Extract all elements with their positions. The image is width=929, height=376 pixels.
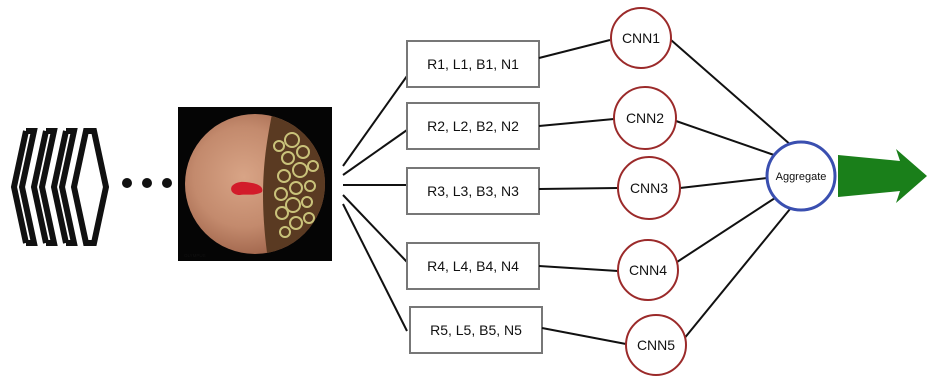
feature-box-1: R1, L1, B1, N1 [406, 40, 540, 88]
cnn-label-4: CNN4 [629, 262, 667, 278]
cnn-label-1: CNN1 [622, 30, 660, 46]
feature-box-5: R5, L5, B5, N5 [409, 306, 543, 354]
aggregate-node: Aggregate [765, 140, 837, 212]
image-caption: OLYMPUS [184, 253, 206, 258]
feature-label-4: R4, L4, B4, N4 [427, 258, 519, 274]
feature-label-3: R3, L3, B3, N3 [427, 183, 519, 199]
feature-box-2: R2, L2, B2, N2 [406, 102, 540, 150]
cnn-node-5: CNN5 [625, 314, 687, 376]
feature-box-4: R4, L4, B4, N4 [406, 242, 540, 290]
cnn-label-2: CNN2 [626, 110, 664, 126]
box-to-cnn-lines [538, 39, 627, 345]
cnn-label-5: CNN5 [637, 337, 675, 353]
feature-box-3: R3, L3, B3, N3 [406, 167, 540, 215]
feature-label-2: R2, L2, B2, N2 [427, 118, 519, 134]
fanout-lines [342, 75, 408, 332]
output-arrow-icon [838, 149, 927, 203]
feature-label-5: R5, L5, B5, N5 [430, 322, 522, 338]
endoscopy-image: OLYMPUS [178, 107, 332, 261]
cnn-node-3: CNN3 [617, 156, 681, 220]
stacked-frames-icon [10, 128, 110, 246]
aggregate-label: Aggregate [776, 171, 827, 183]
feature-label-1: R1, L1, B1, N1 [427, 56, 519, 72]
cnn-to-aggregate-lines [670, 39, 793, 341]
cnn-node-1: CNN1 [610, 7, 672, 69]
cnn-node-2: CNN2 [613, 86, 677, 150]
ellipsis-icon [122, 178, 172, 188]
cnn-label-3: CNN3 [630, 180, 668, 196]
cnn-node-4: CNN4 [617, 239, 679, 301]
